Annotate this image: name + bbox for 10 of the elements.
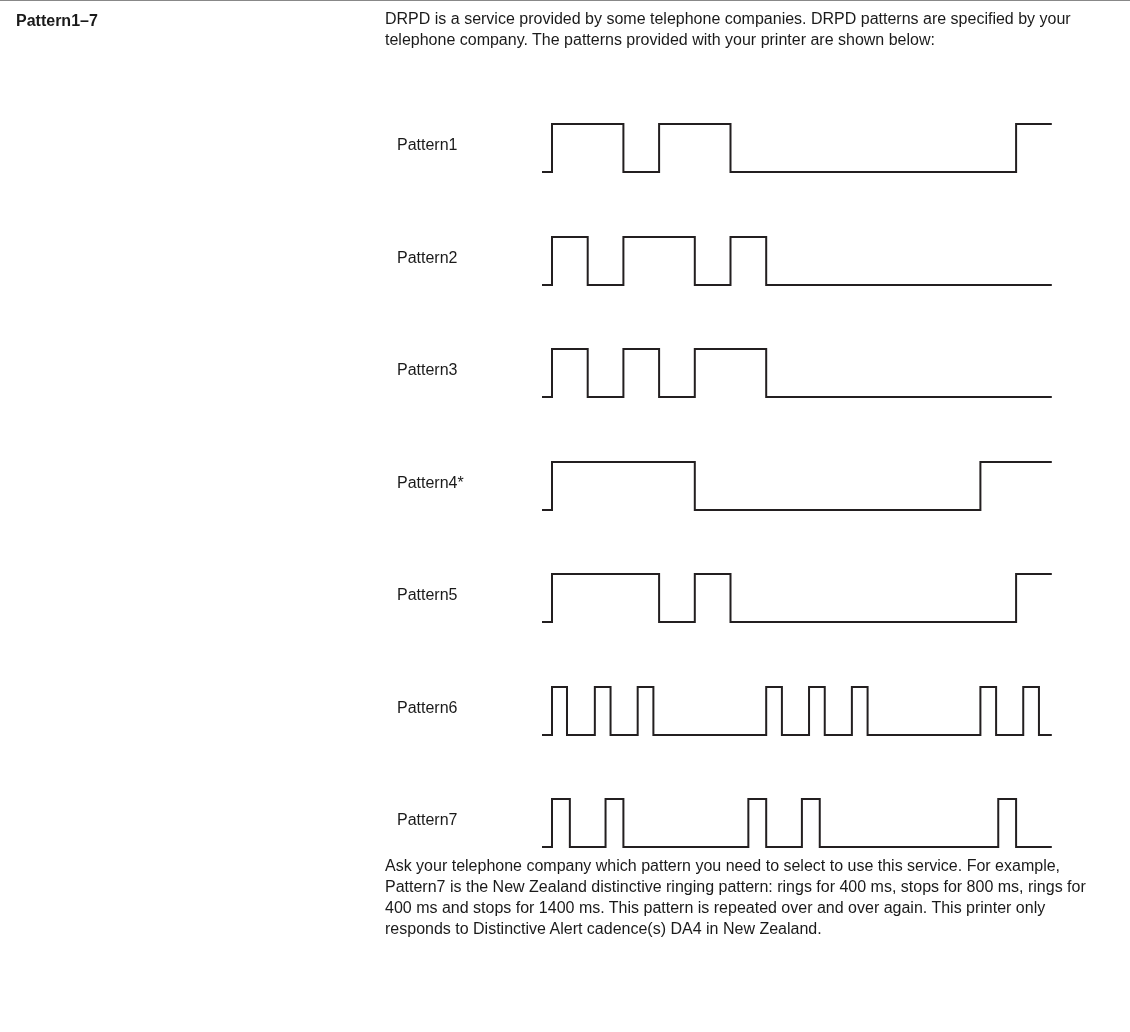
pattern-label: Pattern6: [397, 697, 458, 718]
pattern-label: Pattern1: [397, 135, 458, 155]
pattern-label: Pattern7: [397, 810, 458, 830]
description-text: Ask your telephone company which pattern you need to select to use this service. For example, Pattern7 is the New Zealand distinctive ringing pattern: rings for 400 ms, stops for 800 ms, rings for 400 ms and stops for 1400 ms. This pattern is repeated over and over again. This printer only responds to Distinctive Alert cadence(s) DA4 in New Zealand.: [385, 856, 1087, 939]
setting-name: Pattern1–7: [16, 11, 98, 31]
description-text: DRPD is a service provided by some telephone companies. DRPD patterns are specified by your telephone company. The patterns provided with your printer are shown below:: [385, 9, 1072, 50]
pattern-label: Pattern2: [397, 247, 458, 268]
pattern-label: Pattern3: [397, 360, 458, 380]
pattern-label: Pattern5: [397, 585, 458, 605]
pattern-label: Pattern4*: [397, 472, 464, 493]
